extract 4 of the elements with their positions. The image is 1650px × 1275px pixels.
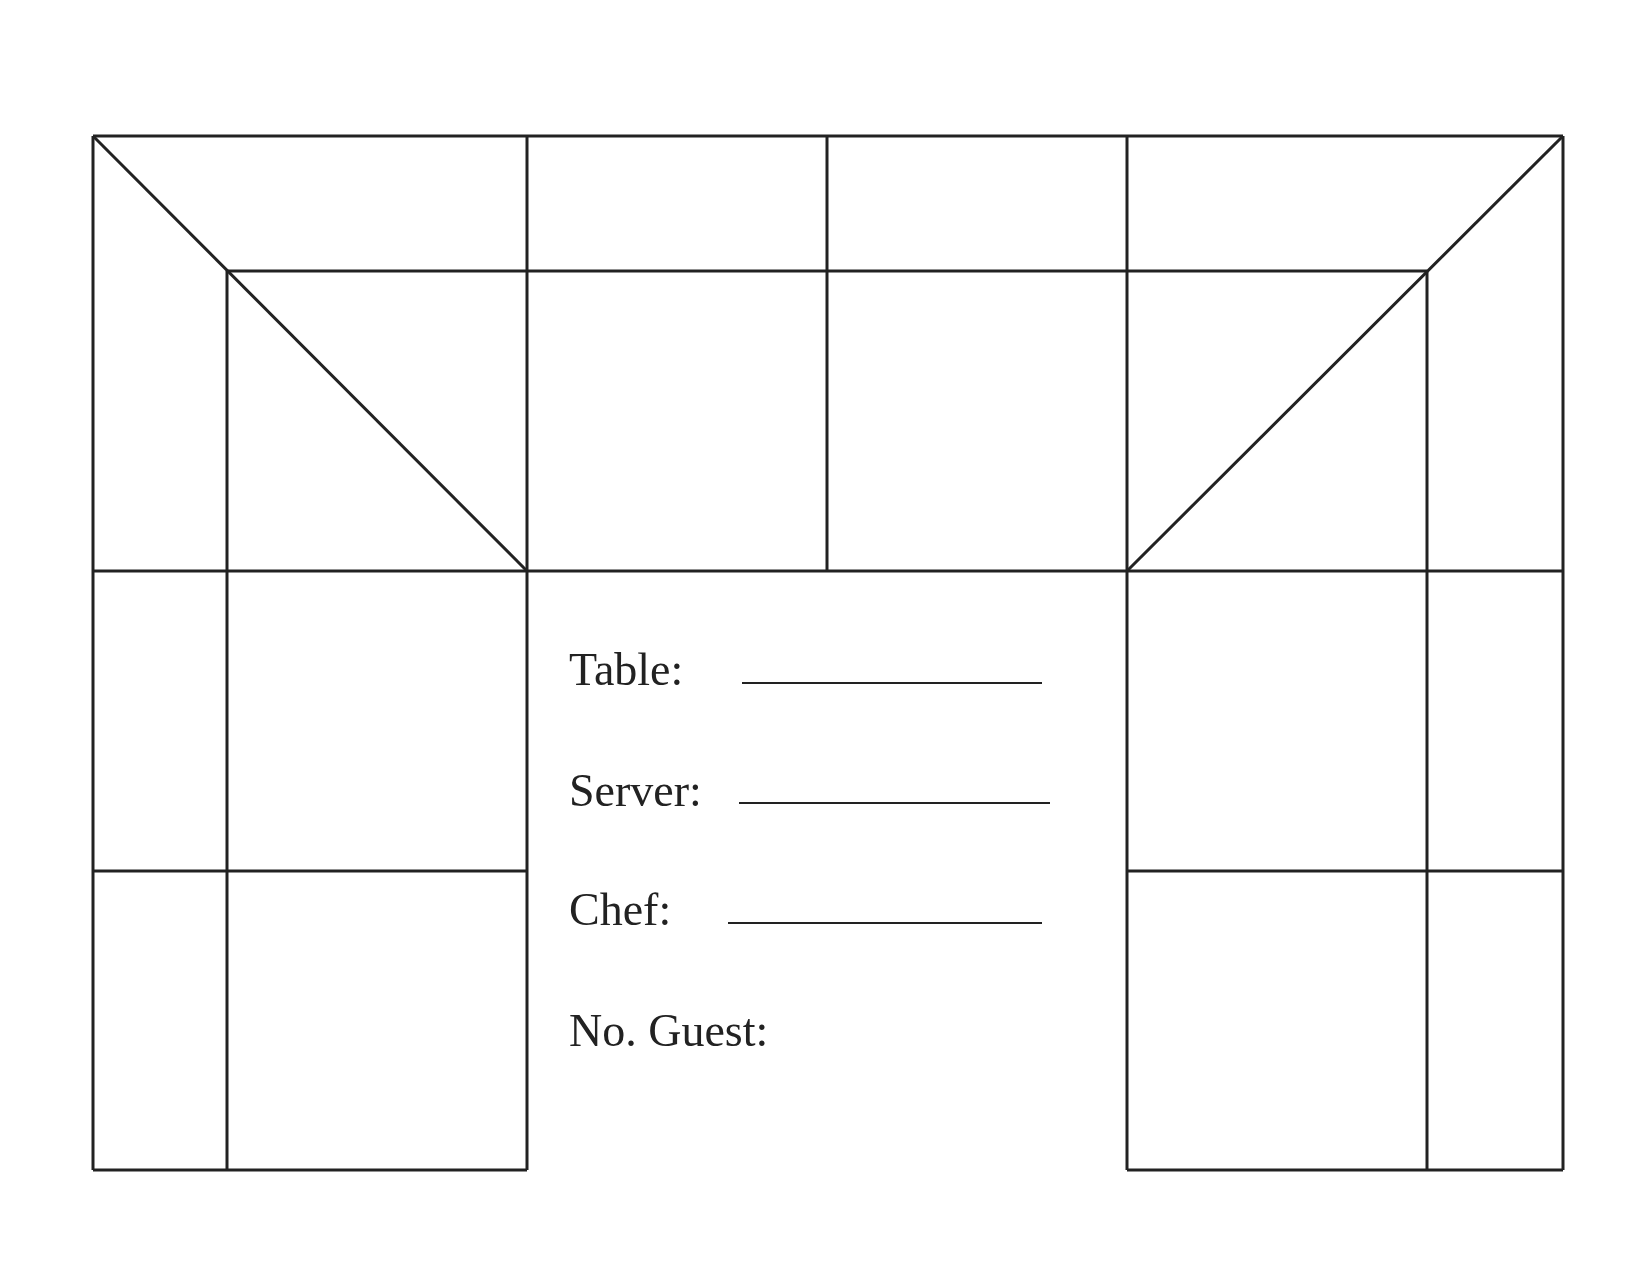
form-label: Table: bbox=[569, 647, 684, 693]
form-label: Chef: bbox=[569, 887, 672, 933]
form-label: No. Guest: bbox=[569, 1008, 769, 1054]
form-label: Server: bbox=[569, 768, 702, 814]
